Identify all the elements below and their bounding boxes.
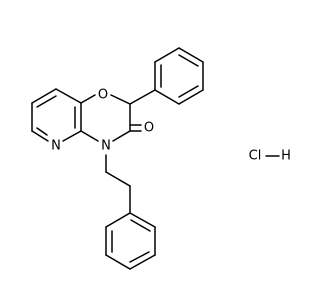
- bonds: [31, 47, 280, 270]
- chemical-structure-diagram: O O N N Cl H: [31, 47, 291, 270]
- bond: [112, 130, 131, 142]
- bond-double-inner: [36, 95, 57, 108]
- pyridine-nitrogen-label: N: [51, 139, 61, 154]
- bond-double-inner: [130, 219, 151, 232]
- bond: [110, 94, 131, 105]
- bond: [105, 171, 131, 187]
- structure-canvas: O O N N Cl H: [31, 47, 291, 270]
- ring-oxygen-label: O: [98, 88, 108, 103]
- bond: [129, 254, 156, 270]
- bond-double-inner: [178, 54, 199, 67]
- carbonyl-oxygen-label: O: [144, 121, 154, 136]
- bond-double-inner: [178, 85, 199, 98]
- bond: [178, 89, 204, 105]
- bond: [80, 130, 99, 142]
- bond: [129, 212, 156, 228]
- bond: [31, 88, 57, 104]
- bond: [129, 89, 156, 105]
- atom-labels: O O N N Cl H: [51, 88, 291, 164]
- bond: [62, 130, 82, 142]
- chlorine-label: Cl: [249, 149, 262, 164]
- bond: [154, 47, 180, 63]
- bond-double-inner: [36, 127, 48, 136]
- bond: [80, 94, 96, 104]
- bond: [154, 89, 180, 105]
- bond-double-inner: [129, 251, 150, 263]
- bond: [31, 130, 49, 142]
- bond: [105, 254, 131, 270]
- bond: [178, 47, 204, 63]
- lactam-nitrogen-label: N: [101, 139, 111, 154]
- bond: [55, 88, 82, 104]
- hydrogen-label: H: [281, 149, 291, 164]
- bond: [105, 212, 131, 228]
